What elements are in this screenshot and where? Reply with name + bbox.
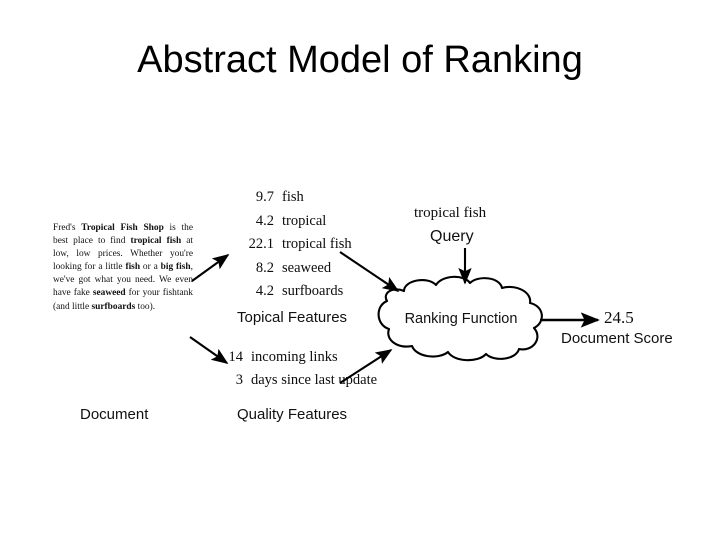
list-item: 22.1 tropical fish — [232, 236, 352, 260]
feature-value: 14 — [228, 349, 244, 365]
topical-features-caption: Topical Features — [237, 309, 348, 326]
quality-features-caption: Quality Features — [237, 406, 348, 423]
feature-label: tropical — [282, 212, 327, 229]
ranking-function-label: Ranking Function — [404, 311, 518, 327]
document-text-run: Fred's — [53, 223, 82, 233]
document-score-caption: Document Score — [561, 330, 673, 347]
feature-label: seaweed — [282, 259, 332, 276]
document-text-emphasis: big fish — [160, 262, 191, 273]
document-text-run: for your fishtank (and little — [53, 288, 193, 312]
list-item: 8.2 seaweed — [232, 260, 352, 284]
page-title: Abstract Model of Ranking — [137, 39, 583, 81]
feature-label: tropical fish — [282, 236, 352, 252]
list-item: 14 incoming links — [219, 349, 377, 372]
document-text-emphasis: surfboards — [91, 301, 136, 312]
document-caption: Document — [80, 406, 149, 423]
feature-value: 9.7 — [255, 189, 274, 205]
document-text-emphasis: fish — [125, 262, 141, 273]
document-text-emphasis: seaweed — [92, 288, 126, 299]
feature-value: 4.2 — [255, 283, 274, 299]
document-text: Fred's Tropical Fish Shop is the best pl… — [53, 222, 193, 314]
list-item: 9.7 fish — [232, 189, 352, 213]
document-text-run: or a — [140, 262, 161, 273]
topical-features-list: 9.7 fish 4.2 tropical 22.1 tropical fish… — [232, 189, 352, 307]
document-text-emphasis: Tropical Fish Shop — [81, 223, 164, 233]
feature-value: 22.1 — [248, 236, 274, 252]
feature-value: 4.2 — [255, 212, 274, 229]
list-item: 4.2 tropical — [232, 213, 352, 237]
document-text-emphasis: tropical fish — [130, 236, 182, 247]
feature-label: fish — [282, 189, 304, 205]
document-text-run: too). — [135, 301, 156, 312]
list-item: 4.2 surfboards — [232, 283, 352, 307]
query-caption: Query — [430, 228, 474, 245]
feature-label: surfboards — [282, 283, 344, 299]
document-score-value: 24.5 — [604, 308, 634, 327]
document-text-run: is the best place to find — [53, 223, 194, 247]
feature-label: incoming links — [251, 349, 338, 365]
feature-value: 3 — [235, 372, 243, 388]
feature-value: 8.2 — [255, 259, 274, 276]
query-text: tropical fish — [414, 205, 487, 221]
document-text-run: at low, low prices. Whether you're looki… — [53, 236, 193, 273]
